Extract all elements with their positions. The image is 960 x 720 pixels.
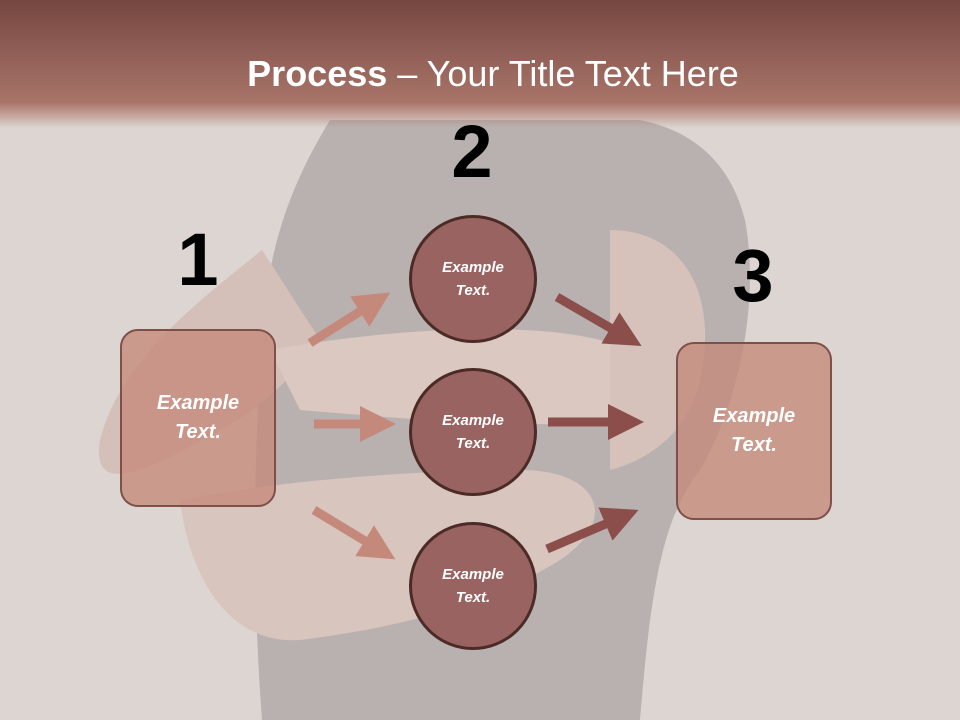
title-bar <box>0 0 960 128</box>
step-number-2: 2 <box>451 110 493 193</box>
circle-bottom-label: Example Text. <box>442 566 504 606</box>
step-2-circle-middle: Example Text. <box>409 368 537 496</box>
arrow-1-to-top <box>307 292 391 347</box>
arrow-top-to-3 <box>554 293 642 347</box>
step-1-label: Example Text. <box>156 392 240 443</box>
slide-title: Process – Your Title Text Here <box>0 52 960 96</box>
step-3-box: Example Text. <box>676 342 832 520</box>
step-1-box: Example Text. <box>120 329 276 507</box>
title-bold: Process <box>247 53 388 94</box>
circle-top-label: Example Text. <box>442 259 504 299</box>
arrow-1-to-bottom <box>311 506 396 560</box>
step-number-1: 1 <box>177 218 219 301</box>
circle-middle-label: Example Text. <box>442 412 504 452</box>
step-2-circle-bottom: Example Text. <box>409 522 537 650</box>
step-2-circle-top: Example Text. <box>409 215 537 343</box>
arrow-bottom-to-3 <box>545 507 639 554</box>
title-rest: – Your Title Text Here <box>387 53 739 94</box>
step-3-label: Example Text. <box>712 405 796 456</box>
step-number-3: 3 <box>732 234 774 317</box>
